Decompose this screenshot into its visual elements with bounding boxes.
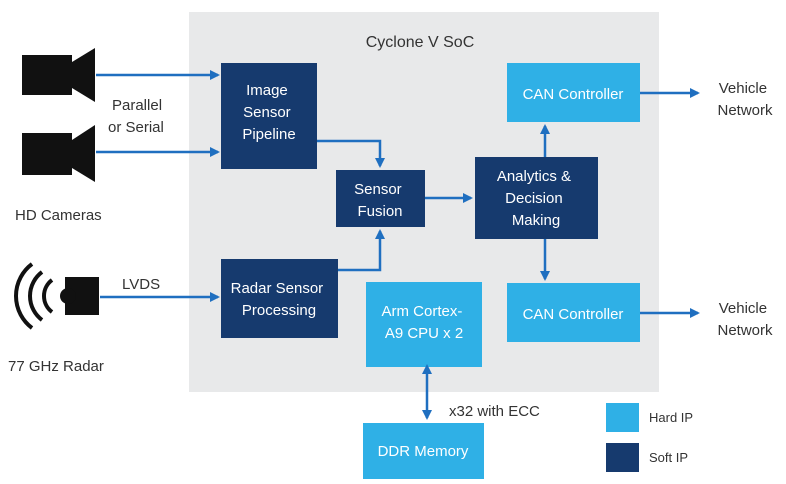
legend-soft-ip-swatch (606, 443, 639, 472)
svg-text:Image Sensor Pipeline: Image Sensor Pipeline (242, 82, 295, 143)
analytics-line: Decision (505, 190, 563, 207)
can-top-label: CAN Controller (523, 86, 624, 103)
legend-hard-ip-label: Hard IP (649, 410, 693, 425)
analytics-line: Making (512, 212, 560, 229)
arrow-pipeline-to-fusion (317, 139, 385, 168)
svg-text:Radar Sensor Processing: Radar Sensor Processing (231, 280, 328, 319)
image-pipeline-line: Pipeline (242, 126, 295, 143)
camera-icon (22, 125, 95, 182)
sensor-fusion-line: Sensor (354, 181, 402, 198)
image-sensor-pipeline-block (221, 63, 317, 169)
cameras-label: HD Cameras (15, 207, 102, 224)
radar-link-label: LVDS (122, 276, 160, 293)
legend: Hard IP Soft IP (606, 403, 693, 472)
radar-processing-block (221, 259, 338, 338)
can-controller-bottom-block (507, 283, 640, 342)
ddr-label: DDR Memory (378, 443, 469, 460)
arm-cpu-line: A9 CPU x 2 (385, 325, 463, 342)
legend-hard-ip-swatch (606, 403, 639, 432)
radar-processing-line: Processing (242, 302, 316, 319)
soc-title: Cyclone V SoC (366, 34, 475, 51)
vehicle-network-bottom-label: Vehicle Network (717, 300, 773, 339)
sensor-fusion-line: Fusion (357, 203, 402, 220)
sensor-fusion-block (336, 170, 425, 227)
radar-icon (14, 262, 99, 330)
camera-link-label: Parallel (112, 97, 162, 114)
radar-label: 77 GHz Radar (8, 358, 104, 375)
can-controller-top-block (507, 63, 640, 122)
svg-text:Analytics & Decision M: Analytics & Decision Making (497, 168, 575, 229)
can-bottom-label: CAN Controller (523, 306, 624, 323)
image-pipeline-line: Sensor (243, 104, 291, 121)
camera-link-label: or Serial (108, 119, 164, 136)
arm-cpu-line: Arm Cortex- (381, 303, 462, 320)
radar-processing-line: Radar Sensor (231, 280, 324, 297)
analytics-block (475, 157, 598, 239)
camera-icon (22, 48, 95, 102)
image-pipeline-line: Image (246, 82, 288, 99)
svg-text:Sensor Fusion: Sensor Fusion (354, 181, 406, 220)
svg-text:Arm Cortex- A9 CPU x 2: Arm Cortex- A9 CPU x 2 (381, 303, 466, 342)
arrow-radar-to-fusion (338, 229, 385, 272)
analytics-line: Analytics & (497, 168, 571, 185)
arm-cpu-block (366, 282, 482, 367)
vehicle-network-top-label: Vehicle Network (717, 80, 773, 119)
legend-soft-ip-label: Soft IP (649, 450, 688, 465)
ddr-memory-block (363, 423, 484, 479)
memory-link-label: x32 with ECC (449, 403, 540, 420)
